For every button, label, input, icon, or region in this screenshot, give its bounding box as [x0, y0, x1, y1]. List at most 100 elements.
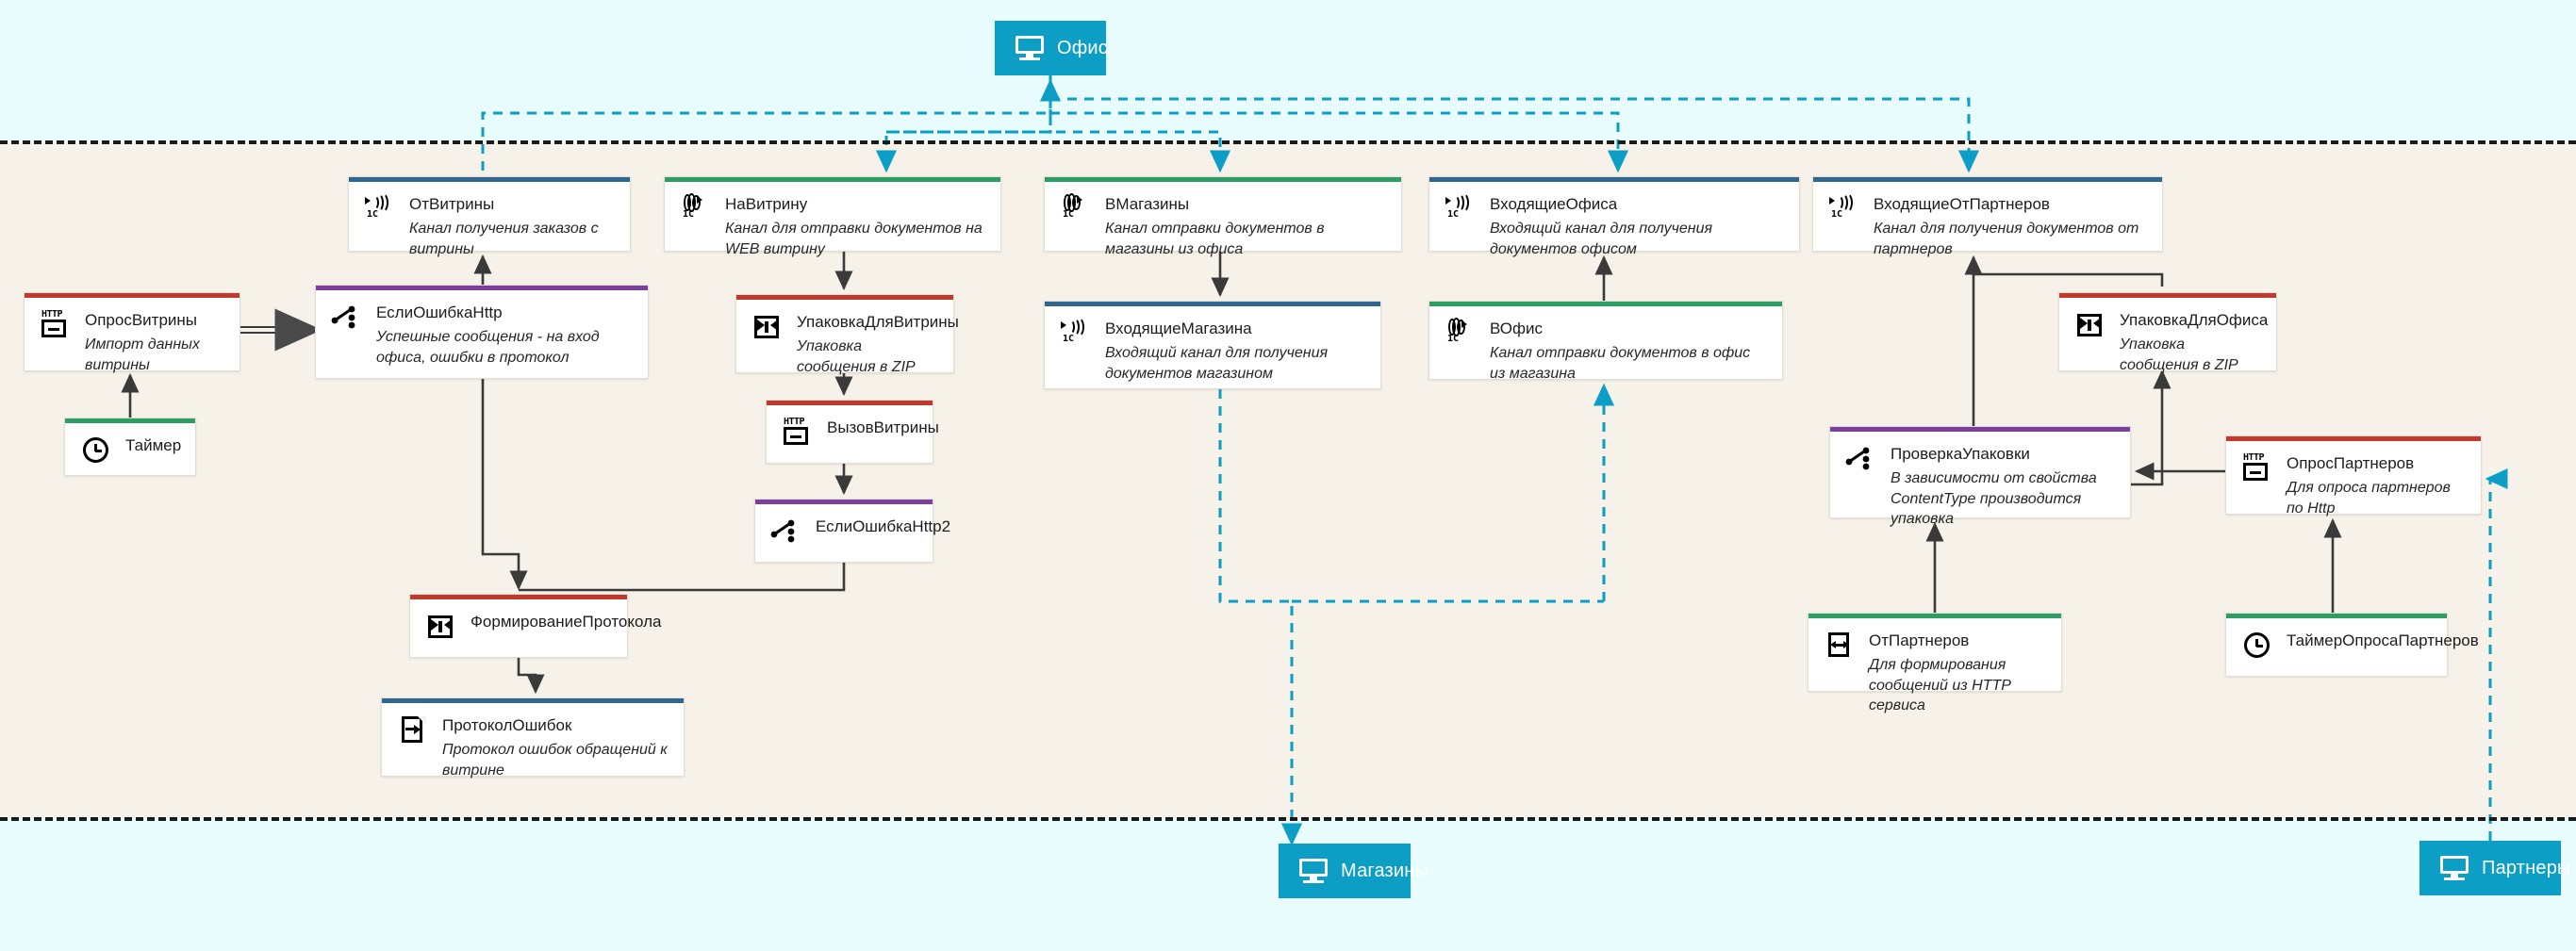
node-description: В зависимости от свойства ContentType пр…: [1891, 470, 2097, 528]
actor-partners[interactable]: Партнеры: [2419, 841, 2570, 895]
actor-stores[interactable]: Магазины: [1279, 844, 1428, 898]
node-accent-bar: [2226, 614, 2447, 618]
node-accent-bar: [1429, 177, 1799, 182]
node-accent-bar: [755, 500, 933, 504]
node-title: ЕслиОшибкаHttp: [376, 303, 503, 321]
node-description: Для формирования сообщений из HTTP серви…: [1869, 657, 2011, 714]
node-title: ЕслиОшибкаHttp2: [816, 517, 951, 535]
node-description: Импорт данных витрины: [85, 336, 200, 373]
node-accent-bar: [736, 295, 953, 300]
node-title: ВОфис: [1490, 320, 1543, 337]
node-title: Таймер: [125, 436, 182, 454]
node-title: ОпросВитрины: [85, 311, 198, 329]
node-esliosh2[interactable]: ЕслиОшибкаHttp2: [754, 499, 951, 563]
node-accent-bar: [2226, 436, 2481, 441]
node-title: ВходящиеМагазина: [1105, 320, 1252, 337]
node-formprotokola[interactable]: ФормированиеПротокола: [409, 594, 661, 658]
node-description: Канал для получения документов от партне…: [1874, 221, 2139, 257]
node-text: Таймер: [125, 435, 181, 467]
exchange-icon: [1824, 630, 1856, 662]
node-accent-bar: [1429, 302, 1782, 306]
package-icon: [2074, 309, 2106, 341]
node-text: ТаймерОпросаПартнеров: [2287, 631, 2479, 662]
node-taimeropros[interactable]: ТаймерОпросаПартнеров: [2225, 613, 2479, 677]
actor-office[interactable]: Офис: [995, 21, 1108, 75]
lane-divider-stores: [0, 817, 2576, 821]
node-title: ВызовВитрины: [827, 418, 939, 436]
node-accent-bar: [65, 418, 195, 423]
node-proverkaupak[interactable]: ПроверкаУпаковки В зависимости от свойств…: [1829, 426, 2131, 527]
channel-in-icon: 1C: [1445, 192, 1477, 225]
file-icon: [397, 714, 429, 746]
node-accent-bar: [1045, 302, 1380, 306]
lane-divider-office: [0, 140, 2576, 144]
node-accent-bar: [1808, 614, 2061, 618]
node-accent-bar: [382, 698, 684, 703]
node-body: ФормированиеПротокола: [410, 595, 661, 652]
node-accent-bar: [316, 286, 648, 290]
node-description: Входящий канал для получения документов …: [1105, 345, 1329, 382]
monitor-icon: [1299, 859, 1328, 883]
node-accent-bar: [349, 177, 630, 182]
node-title: ОтПартнеров: [1869, 631, 1970, 649]
node-title: ПротоколОшибок: [442, 716, 572, 734]
node-accent-bar: [25, 293, 239, 298]
node-title: ВМагазины: [1105, 195, 1190, 213]
node-text: ЕслиОшибкаHttp2: [816, 516, 951, 548]
node-accent-bar: [665, 177, 1000, 182]
node-description: Входящий канал для получения документов …: [1490, 221, 1713, 257]
node-description: Канал отправки документов в офис из мага…: [1490, 345, 1751, 382]
channel-in-icon: 1C: [1060, 317, 1092, 350]
node-title: УпаковкаДляОфиса: [2120, 311, 2269, 329]
node-text: ВызовВитрины: [827, 418, 939, 449]
node-accent-bar: [767, 401, 933, 405]
node-description: Канал отправки документов в магазины из …: [1105, 221, 1325, 257]
node-taimer[interactable]: Таймер: [64, 418, 196, 476]
node-description: Канал для отправки документов на WEB вит…: [725, 221, 983, 257]
node-accent-bar: [410, 595, 627, 599]
lane-band-top: [0, 0, 2576, 141]
node-title: ПроверкаУпаковки: [1891, 445, 2030, 463]
node-title: ТаймерОпросаПартнеров: [2287, 631, 2479, 649]
node-description: Канал получения заказов с витрины: [409, 221, 599, 257]
node-title: ОпросПартнеров: [2287, 454, 2415, 472]
actor-label: Партнеры: [2482, 857, 2571, 878]
http-icon: HTTP: [40, 309, 72, 341]
